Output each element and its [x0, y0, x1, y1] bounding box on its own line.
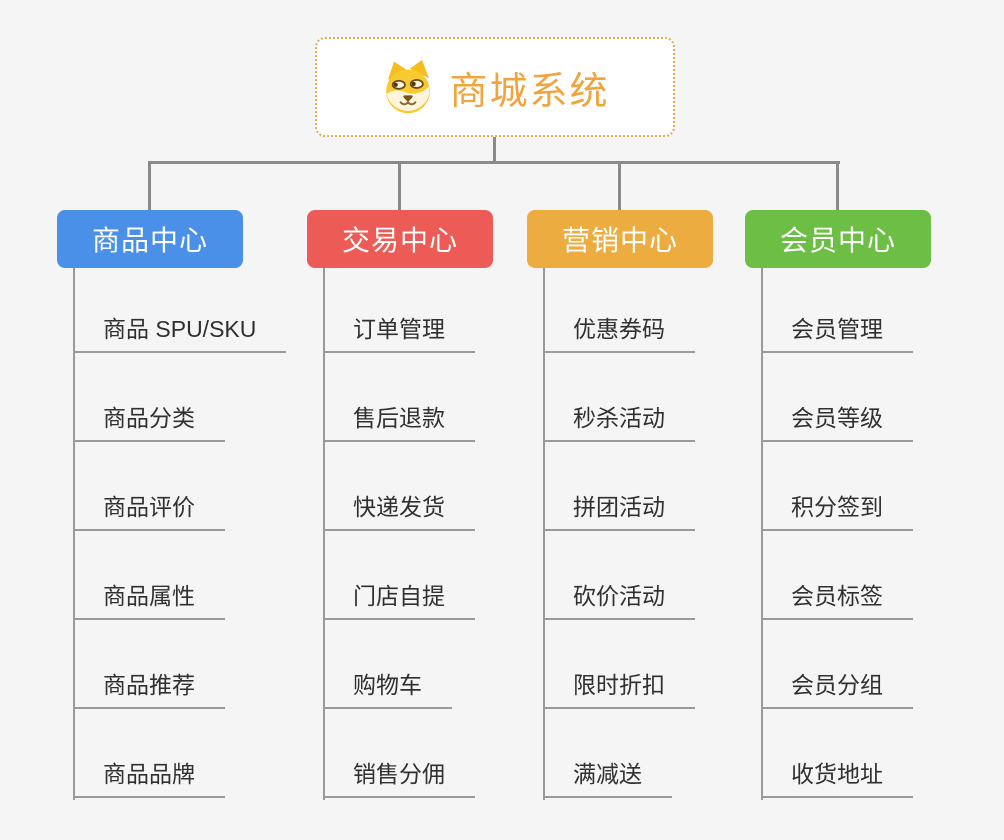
leaf-node[interactable]: 门店自提: [323, 582, 475, 620]
branch-marketing-center: 营销中心 优惠券码 秒杀活动 拼团活动 砍价活动 限时折扣 满减送: [527, 0, 777, 840]
leaf-node[interactable]: 限时折扣: [543, 671, 695, 709]
leaf-node[interactable]: 会员标签: [761, 582, 913, 620]
branch-label: 营销中心: [561, 225, 678, 256]
branch-member-center: 会员中心 会员管理 会员等级 积分签到 会员标签 会员分组 收货地址: [745, 0, 995, 840]
root-label: 商城系统: [449, 70, 610, 113]
connector-horizontal-bar: [148, 161, 840, 164]
leaf-node[interactable]: 快递发货: [323, 493, 475, 531]
root-node[interactable]: 商城系统: [315, 37, 675, 137]
branch-connector-line: [761, 268, 763, 800]
leaf-node[interactable]: 商品品牌: [73, 760, 225, 798]
leaf-node[interactable]: 会员分组: [761, 671, 913, 709]
leaf-node[interactable]: 订单管理: [323, 315, 475, 353]
leaf-node[interactable]: 优惠券码: [543, 315, 695, 353]
branch-trade-center: 交易中心 订单管理 售后退款 快递发货 门店自提 购物车 销售分佣: [307, 0, 557, 840]
leaf-node[interactable]: 售后退款: [323, 404, 475, 442]
branch-node-product-center[interactable]: 商品中心: [57, 210, 243, 268]
leaf-node[interactable]: 商品属性: [73, 582, 225, 620]
branch-connector-line: [73, 268, 75, 800]
branch-node-marketing-center[interactable]: 营销中心: [527, 210, 713, 268]
branch-node-member-center[interactable]: 会员中心: [745, 210, 931, 268]
connector-drop-marketing: [618, 161, 621, 210]
leaf-node[interactable]: 收货地址: [761, 760, 913, 798]
branch-label: 交易中心: [341, 225, 458, 256]
branch-connector-line: [543, 268, 545, 800]
leaf-node[interactable]: 商品评价: [73, 493, 225, 531]
leaf-node[interactable]: 购物车: [323, 671, 452, 709]
branch-label: 会员中心: [779, 225, 896, 256]
leaf-node[interactable]: 满减送: [543, 760, 672, 798]
branch-label: 商品中心: [91, 225, 208, 256]
branch-node-trade-center[interactable]: 交易中心: [307, 210, 493, 268]
connector-root-stem: [493, 137, 496, 162]
leaf-node[interactable]: 会员管理: [761, 315, 913, 353]
leaf-node[interactable]: 拼团活动: [543, 493, 695, 531]
connector-drop-trade: [398, 161, 401, 210]
dog-face-icon: [386, 59, 431, 114]
leaf-node[interactable]: 秒杀活动: [543, 404, 695, 442]
leaf-node[interactable]: 积分签到: [761, 493, 913, 531]
leaf-node[interactable]: 商品 SPU/SKU: [73, 315, 287, 353]
leaf-node[interactable]: 砍价活动: [543, 582, 695, 620]
leaf-node[interactable]: 销售分佣: [323, 760, 475, 798]
branch-product-center: 商品中心 商品 SPU/SKU 商品分类 商品评价 商品属性 商品推荐 商品品牌: [57, 0, 307, 840]
leaf-node[interactable]: 商品推荐: [73, 671, 225, 709]
connector-drop-member: [836, 161, 839, 210]
connector-drop-product: [148, 161, 151, 210]
leaf-node[interactable]: 商品分类: [73, 404, 225, 442]
leaf-node[interactable]: 会员等级: [761, 404, 913, 442]
branch-connector-line: [323, 268, 325, 800]
